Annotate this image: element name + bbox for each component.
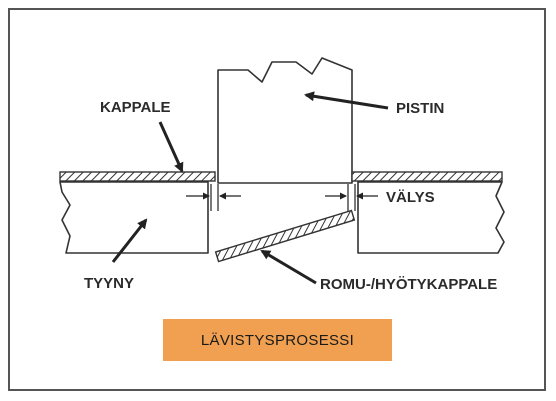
- punch-shape: [217, 57, 353, 184]
- die-right: [357, 181, 505, 254]
- label-pistin: PISTIN: [396, 100, 444, 117]
- label-tyyny: TYYNY: [84, 275, 134, 292]
- label-valys: VÄLYS: [386, 189, 435, 206]
- die-left: [59, 181, 209, 254]
- arrow-kappale: [158, 121, 184, 173]
- sheet-left: [59, 171, 216, 182]
- sheet-right: [351, 171, 503, 182]
- label-romu: ROMU-/HYÖTYKAPPALE: [320, 276, 497, 293]
- caption-box: LÄVISTYSPROSESSI: [163, 319, 392, 361]
- arrow-romu: [260, 249, 317, 285]
- arrow-pistin: [304, 91, 389, 110]
- arrow-tyyny: [111, 218, 148, 263]
- label-kappale: KAPPALE: [100, 99, 171, 116]
- slug-piece: [214, 209, 356, 263]
- caption-title: LÄVISTYSPROSESSI: [200, 331, 355, 349]
- diagram-frame: [8, 8, 546, 391]
